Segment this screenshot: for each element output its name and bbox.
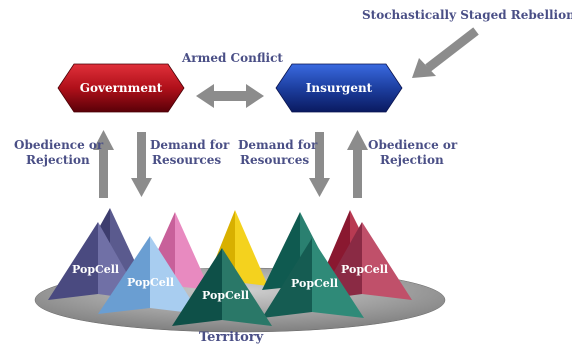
- insurgent-node-label: Insurgent: [305, 81, 373, 95]
- stochastic-rebellion-arrow: [412, 27, 479, 78]
- ins-obedience-line2: Rejection: [380, 153, 444, 167]
- ins-demand-label: Demand for Resources: [238, 138, 317, 168]
- territory-label: Territory: [199, 330, 264, 345]
- gov-demand-line1: Demand for: [150, 138, 230, 152]
- stochastic-rebellion-label: Stochastically Staged Rebellion: [362, 8, 572, 22]
- ins-demand-arrow-down: [309, 132, 330, 197]
- popcell-cone-teal-right: [262, 238, 364, 318]
- gov-obedience-line2: Rejection: [26, 153, 90, 167]
- armed-conflict-double-arrow: [196, 84, 264, 108]
- ins-demand-line2: Resources: [240, 153, 310, 167]
- popcell-label-5: PopCell: [341, 263, 389, 276]
- popcell-cone-teal-center: [172, 248, 272, 326]
- popcell-label-4: PopCell: [291, 277, 339, 290]
- ins-obedience-line1: Obedience or: [368, 138, 458, 152]
- government-node-label: Government: [79, 81, 163, 95]
- gov-obedience-label: Obedience or Rejection: [14, 138, 103, 168]
- armed-conflict-label: Armed Conflict: [182, 51, 283, 65]
- popcell-cone-lightblue: [98, 236, 200, 314]
- popcell-label-3: PopCell: [202, 289, 250, 302]
- popcell-label-2: PopCell: [127, 276, 175, 289]
- insurgent-node-shape: [275, 63, 403, 113]
- ins-obedience-arrow-up: [347, 130, 368, 198]
- ins-demand-line1: Demand for: [238, 138, 318, 152]
- gov-demand-line2: Resources: [152, 153, 222, 167]
- popcell-label-1: PopCell: [72, 263, 120, 276]
- gov-demand-label: Demand for Resources: [150, 138, 229, 168]
- gov-obedience-arrow-up: [93, 130, 114, 198]
- gov-obedience-line1: Obedience or: [14, 138, 104, 152]
- government-node-shape: [57, 63, 185, 113]
- ins-obedience-label: Obedience or Rejection: [368, 138, 457, 168]
- gov-demand-arrow-down: [131, 132, 152, 197]
